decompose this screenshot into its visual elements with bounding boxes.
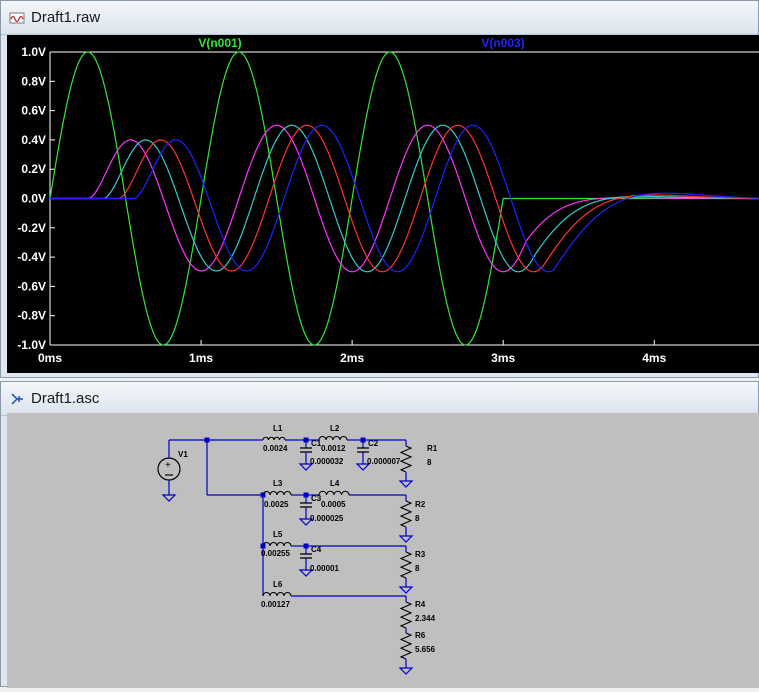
ground-symbol[interactable] bbox=[398, 532, 414, 543]
inductor-symbol[interactable] bbox=[262, 591, 292, 597]
component-value[interactable]: 0.0005 bbox=[321, 500, 346, 509]
component-ref[interactable]: V1 bbox=[178, 450, 188, 459]
y-tick-label: -0.8V bbox=[17, 309, 46, 323]
y-tick-label: 1.0V bbox=[21, 45, 46, 59]
series-line-5[interactable] bbox=[50, 124, 759, 273]
inductor-symbol[interactable] bbox=[318, 435, 348, 441]
y-tick-label: -1.0V bbox=[17, 338, 46, 352]
component-value[interactable]: 5.656 bbox=[415, 645, 436, 654]
ground-symbol[interactable] bbox=[298, 515, 314, 526]
component-ref[interactable]: L5 bbox=[273, 530, 283, 539]
schematic-titlebar[interactable]: Draft1.asc bbox=[1, 382, 758, 416]
resistor-symbol[interactable] bbox=[399, 632, 413, 660]
y-tick-label: -0.2V bbox=[17, 221, 46, 235]
component-value[interactable]: 0.00255 bbox=[261, 549, 290, 558]
component-value[interactable]: 0.00001 bbox=[310, 564, 339, 573]
resistor-symbol[interactable] bbox=[399, 601, 413, 629]
component-value[interactable]: 2.344 bbox=[415, 614, 436, 623]
ground-symbol[interactable] bbox=[161, 491, 177, 502]
component-ref[interactable]: C2 bbox=[368, 439, 379, 448]
inductor-symbol[interactable] bbox=[262, 490, 292, 496]
component-value[interactable]: 0.000007 bbox=[367, 457, 401, 466]
waveform-chart[interactable]: 1.0V 0.8V 0.6V 0.4V 0.2V 0.0V -0.2V -0.4V -0.6V -… bbox=[7, 35, 759, 373]
x-tick-label: 3ms bbox=[491, 351, 515, 365]
component-ref[interactable]: L2 bbox=[330, 424, 340, 433]
resistor-symbol[interactable] bbox=[399, 445, 413, 473]
ground-symbol[interactable] bbox=[398, 477, 414, 488]
component-value[interactable]: 0.000032 bbox=[310, 457, 344, 466]
y-tick-label: 0.8V bbox=[21, 74, 46, 88]
waveform-window-title: Draft1.raw bbox=[31, 9, 101, 26]
inductor-symbol[interactable] bbox=[318, 490, 350, 496]
x-tick-label: 2ms bbox=[340, 351, 364, 365]
schematic-drawing[interactable]: +V1L10.0024C10.000032L20.0012C20.000007R… bbox=[7, 413, 759, 688]
resistor-symbol[interactable] bbox=[399, 500, 413, 528]
y-tick-label: 0.4V bbox=[21, 133, 46, 147]
component-ref[interactable]: L6 bbox=[273, 580, 283, 589]
x-tick-label: 0ms bbox=[38, 351, 62, 365]
waveform-plot[interactable]: 1.0V 0.8V 0.6V 0.4V 0.2V 0.0V -0.2V -0.4V -0.6V -… bbox=[7, 35, 759, 373]
waveform-icon bbox=[9, 10, 25, 26]
component-value[interactable]: 8 bbox=[427, 458, 432, 467]
series-line-2[interactable] bbox=[50, 124, 759, 273]
ground-symbol[interactable] bbox=[298, 460, 314, 471]
waveform-titlebar[interactable]: Draft1.raw bbox=[1, 1, 758, 35]
ground-symbol[interactable] bbox=[298, 566, 314, 577]
resistor-symbol[interactable] bbox=[399, 551, 413, 579]
waveform-window: Draft1.raw 1.0V 0.8V 0.6V 0.4V 0.2V 0.0V -0.2V… bbox=[0, 0, 759, 378]
x-tick-label: 1ms bbox=[189, 351, 213, 365]
component-ref[interactable]: C1 bbox=[311, 439, 322, 448]
schematic-window: Draft1.asc + V1 L1 0.0024 C1 0.000032 L2 0.0012… bbox=[0, 381, 759, 688]
component-ref[interactable]: R6 bbox=[415, 631, 426, 640]
legend-entry[interactable]: V(n003) bbox=[481, 36, 524, 50]
component-ref[interactable]: L4 bbox=[330, 479, 340, 488]
y-tick-label: 0.2V bbox=[21, 162, 46, 176]
schematic-icon bbox=[9, 391, 25, 407]
series-line-1[interactable] bbox=[49, 51, 759, 346]
inductor-symbol[interactable] bbox=[262, 436, 286, 441]
ground-symbol[interactable] bbox=[398, 664, 414, 675]
y-tick-label: -0.4V bbox=[17, 250, 46, 264]
legend-entry[interactable]: V(n001) bbox=[198, 36, 241, 50]
component-ref[interactable]: R4 bbox=[415, 600, 426, 609]
component-value[interactable]: 8 bbox=[415, 564, 420, 573]
component-ref[interactable]: L3 bbox=[273, 479, 283, 488]
component-ref[interactable]: C4 bbox=[311, 545, 322, 554]
component-ref[interactable]: R1 bbox=[427, 444, 438, 453]
component-value[interactable]: 0.0024 bbox=[263, 444, 288, 453]
component-value[interactable]: 0.0012 bbox=[321, 444, 346, 453]
component-ref[interactable]: C3 bbox=[311, 494, 322, 503]
y-tick-label: 0.6V bbox=[21, 104, 46, 118]
schematic-window-title: Draft1.asc bbox=[31, 390, 100, 407]
ground-symbol[interactable] bbox=[398, 583, 414, 594]
plus-sign: + bbox=[165, 460, 171, 471]
component-ref[interactable]: R3 bbox=[415, 550, 426, 559]
y-tick-label: 0.0V bbox=[21, 192, 46, 206]
component-ref[interactable]: R2 bbox=[415, 500, 426, 509]
component-ref[interactable]: L1 bbox=[273, 424, 283, 433]
series-line-3[interactable] bbox=[50, 124, 759, 273]
component-value[interactable]: 0.00127 bbox=[261, 600, 290, 609]
ground-symbol[interactable] bbox=[355, 460, 371, 471]
x-tick-label: 4ms bbox=[642, 351, 666, 365]
y-tick-label: -0.6V bbox=[17, 279, 46, 293]
inductor-symbol[interactable] bbox=[262, 541, 292, 547]
component-value[interactable]: 0.000025 bbox=[310, 514, 344, 523]
component-value[interactable]: 0.0025 bbox=[264, 500, 289, 509]
component-value[interactable]: 8 bbox=[415, 514, 420, 523]
